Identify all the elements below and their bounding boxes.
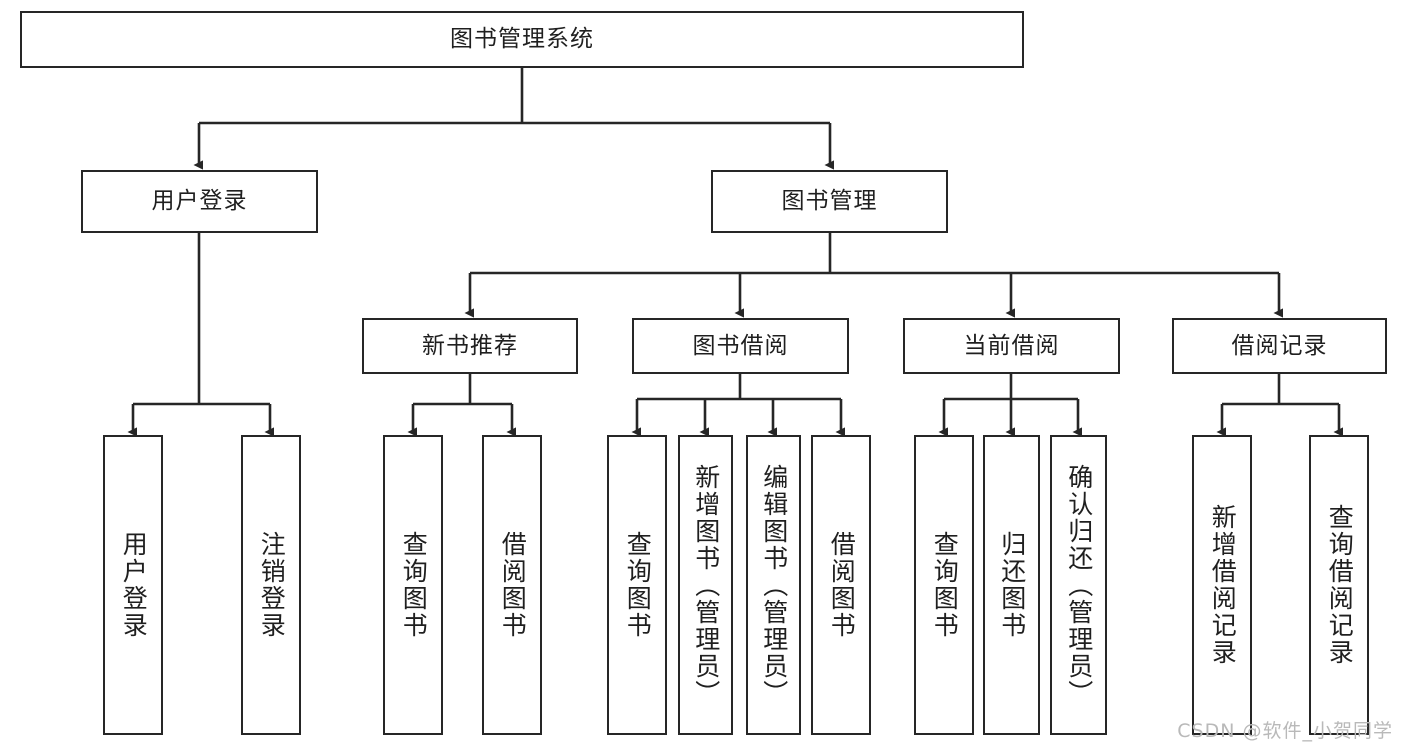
node-current-borrow[interactable]: 当前借阅 xyxy=(903,318,1120,374)
leaf-book-borrow-edit[interactable]: 编辑图书（管理员） xyxy=(746,435,801,735)
leaf-book-borrow-add[interactable]: 新增图书（管理员） xyxy=(678,435,733,735)
node-label: 图书管理 xyxy=(781,188,878,215)
leaf-book-borrow-query[interactable]: 查询图书 xyxy=(607,435,667,735)
leaf-new-book-borrow[interactable]: 借阅图书 xyxy=(482,435,542,735)
node-label: 图书管理系统 xyxy=(450,26,594,53)
node-label: 借阅图书 xyxy=(498,531,528,639)
leaf-user-login-logout[interactable]: 注销登录 xyxy=(241,435,301,735)
watermark-text: CSDN @软件_小贺同学 xyxy=(1177,720,1393,742)
leaf-current-borrow-confirm-return[interactable]: 确认归还（管理员） xyxy=(1050,435,1107,735)
node-user-login[interactable]: 用户登录 xyxy=(81,170,318,233)
node-label: 用户登录 xyxy=(151,188,248,215)
node-label: 新书推荐 xyxy=(422,332,518,359)
leaf-book-borrow-borrow[interactable]: 借阅图书 xyxy=(811,435,871,735)
node-label: 编辑图书（管理员） xyxy=(759,463,789,707)
node-label: 注销登录 xyxy=(257,531,287,639)
node-label: 查询借阅记录 xyxy=(1325,504,1355,666)
node-new-book-recommend[interactable]: 新书推荐 xyxy=(362,318,578,374)
node-book-management[interactable]: 图书管理 xyxy=(711,170,948,233)
leaf-new-book-query[interactable]: 查询图书 xyxy=(383,435,443,735)
node-label: 用户登录 xyxy=(119,531,149,639)
node-label: 归还图书 xyxy=(997,531,1027,639)
node-book-borrow[interactable]: 图书借阅 xyxy=(632,318,849,374)
node-label: 新增借阅记录 xyxy=(1208,504,1238,666)
node-label: 确认归还（管理员） xyxy=(1064,463,1094,707)
node-borrow-record[interactable]: 借阅记录 xyxy=(1172,318,1387,374)
node-label: 新增图书（管理员） xyxy=(691,463,721,707)
node-label: 查询图书 xyxy=(930,531,960,639)
node-label: 借阅记录 xyxy=(1231,332,1328,359)
leaf-borrow-record-query[interactable]: 查询借阅记录 xyxy=(1309,435,1369,735)
node-root-system[interactable]: 图书管理系统 xyxy=(20,11,1024,68)
node-label: 图书借阅 xyxy=(692,332,789,359)
leaf-borrow-record-add[interactable]: 新增借阅记录 xyxy=(1192,435,1252,735)
leaf-current-borrow-query[interactable]: 查询图书 xyxy=(914,435,974,735)
node-label: 查询图书 xyxy=(399,531,429,639)
leaf-current-borrow-return[interactable]: 归还图书 xyxy=(983,435,1040,735)
node-label: 查询图书 xyxy=(623,531,653,639)
node-label: 借阅图书 xyxy=(827,531,857,639)
node-label: 当前借阅 xyxy=(963,332,1060,359)
leaf-user-login-login[interactable]: 用户登录 xyxy=(103,435,163,735)
